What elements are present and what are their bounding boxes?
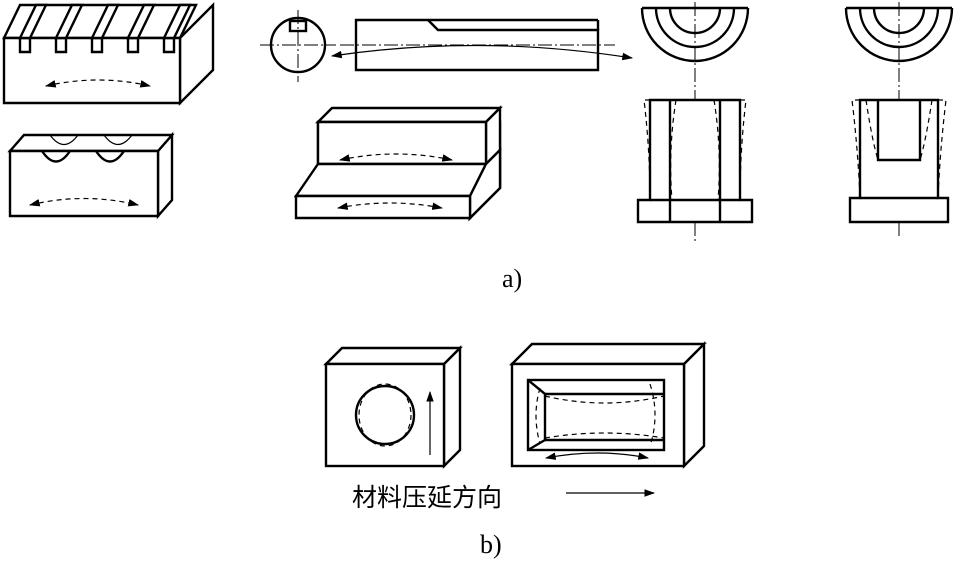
label-part-a: a) bbox=[502, 264, 522, 293]
rolling-direction-note: 材料压延方向 bbox=[352, 483, 656, 512]
rolling-direction-text: 材料压延方向 bbox=[352, 483, 502, 512]
label-part-b: b) bbox=[480, 530, 502, 559]
keyed-shaft bbox=[260, 10, 634, 82]
rectangular-frame bbox=[509, 341, 707, 469]
grooved-block bbox=[7, 131, 175, 220]
slotted-comb-block bbox=[2, 2, 215, 106]
bushing-view-2 bbox=[844, 2, 954, 236]
step-block bbox=[293, 105, 503, 222]
block-with-round-hole bbox=[323, 345, 463, 469]
bushing-view-1 bbox=[636, 2, 754, 242]
